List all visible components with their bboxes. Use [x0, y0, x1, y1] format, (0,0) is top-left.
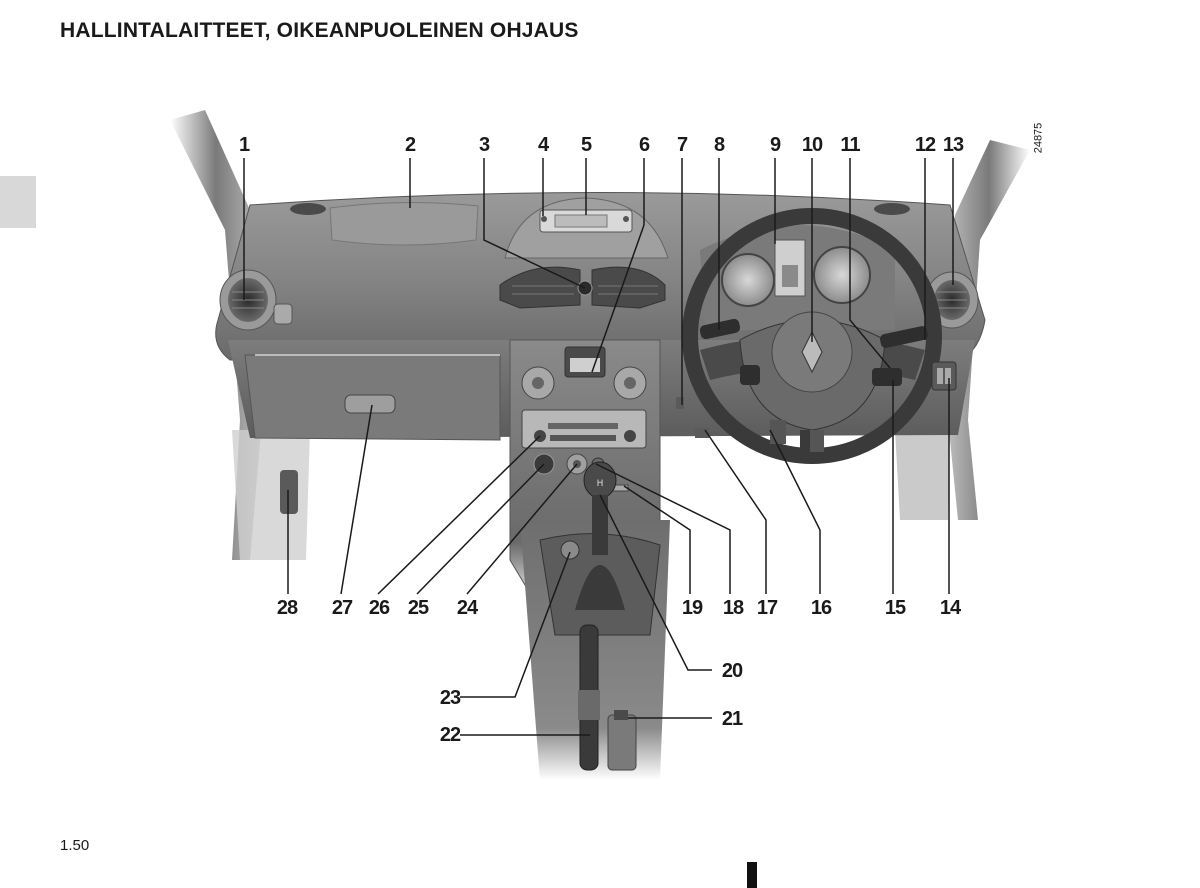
right-switch-panel	[931, 361, 957, 391]
gear-lever: H	[575, 461, 625, 610]
callout-22: 22	[440, 724, 461, 746]
callout-21: 21	[722, 708, 743, 730]
passenger-airbag-panel	[329, 201, 479, 246]
callout-12: 12	[915, 134, 936, 156]
callout-8: 8	[714, 134, 725, 156]
page-edge-marker	[747, 862, 757, 888]
callout-23: 23	[440, 687, 461, 709]
callout-25: 25	[408, 597, 429, 619]
page-title: HALLINTALAITTEET, OIKEANPUOLEINEN OHJAUS	[60, 19, 579, 42]
callout-3: 3	[479, 134, 490, 156]
right-door-panel	[895, 430, 950, 520]
callout-24: 24	[457, 597, 479, 619]
callout-2: 2	[405, 134, 416, 156]
callout-18: 18	[723, 597, 744, 619]
rev-counter	[721, 253, 775, 307]
callout-9: 9	[770, 134, 781, 156]
instrument-cluster	[700, 225, 895, 330]
callout-15: 15	[885, 597, 906, 619]
rear-console-storage	[607, 710, 637, 771]
centre-display-binnacle	[504, 197, 669, 259]
callout-20: 20	[722, 660, 743, 682]
callout-leaders	[243, 158, 954, 736]
callout-7: 7	[677, 134, 688, 156]
steering-stalks	[699, 318, 929, 386]
callout-4: 4	[538, 134, 550, 156]
callout-1: 1	[239, 134, 250, 156]
callout-13: 13	[943, 134, 964, 156]
bonnet-fuse-cover	[695, 428, 709, 438]
callout-10: 10	[802, 134, 823, 156]
callout-5: 5	[581, 134, 592, 156]
left-switch-panel	[676, 397, 684, 409]
speedometer	[813, 246, 871, 304]
callout-6: 6	[639, 134, 650, 156]
callout-11: 11	[840, 134, 860, 156]
centre-air-vents	[499, 266, 666, 309]
callout-labels: 1 2 3 4 5 6 7 8 9 10 11 12 13 28 27 26 2…	[239, 134, 965, 746]
right-a-pillar	[948, 140, 1030, 520]
svg-text:H: H	[597, 479, 604, 489]
page-number: 1.50	[60, 837, 90, 854]
bonnet-release-handle	[280, 470, 298, 514]
section-tab	[0, 176, 36, 228]
handbrake-lever	[578, 624, 600, 771]
callout-27: 27	[332, 597, 353, 619]
callout-16: 16	[811, 597, 832, 619]
callout-28: 28	[277, 597, 298, 619]
callout-19: 19	[682, 597, 703, 619]
glovebox-handle	[344, 394, 396, 414]
centre-console-socket	[560, 540, 580, 560]
pedal-area	[770, 420, 824, 452]
left-door-panel	[232, 430, 310, 560]
callout-17: 17	[757, 597, 778, 619]
callout-14: 14	[940, 597, 962, 619]
left-air-vent	[219, 269, 293, 331]
callout-26: 26	[369, 597, 390, 619]
